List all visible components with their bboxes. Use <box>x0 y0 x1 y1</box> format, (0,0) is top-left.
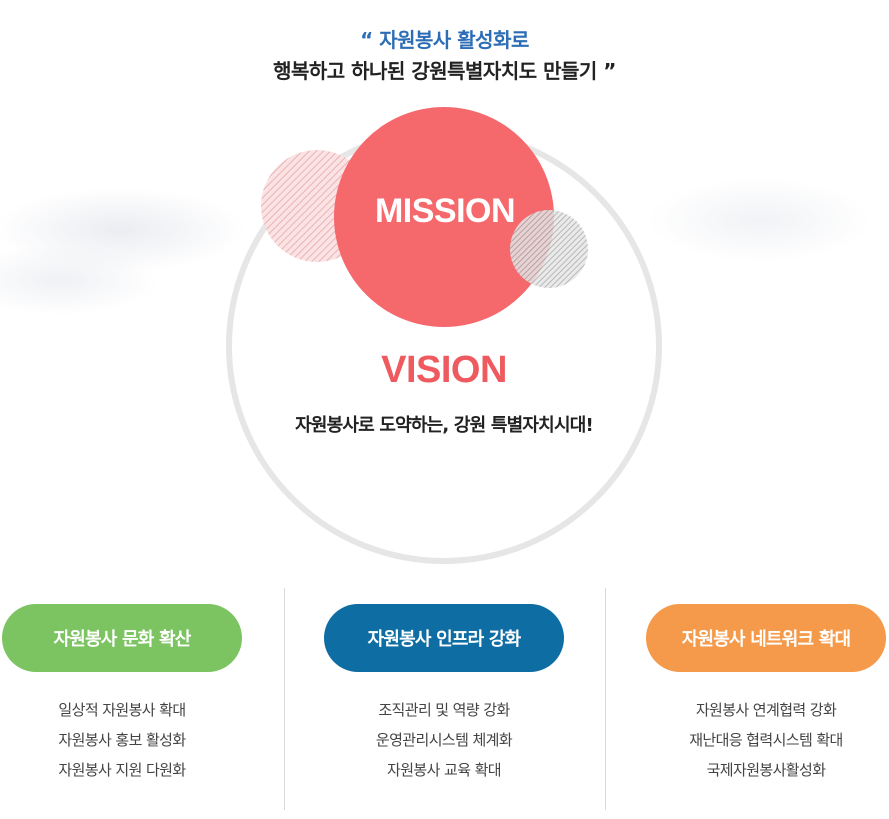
strategy-title-pill: 자원봉사 네트워크 확대 <box>646 604 886 672</box>
column-divider <box>605 588 606 810</box>
slogan-line-1: “ 자원봉사 활성화로 <box>360 28 529 52</box>
strategy-item: 일상적 자원봉사 확대 <box>58 701 186 719</box>
grey-hatched-circle <box>510 210 588 288</box>
mission-circle <box>334 107 554 327</box>
strategy-title-pill: 자원봉사 문화 확산 <box>2 604 242 672</box>
strategy-item: 재난대응 협력시스템 확대 <box>689 731 843 749</box>
strategy-item: 자원봉사 홍보 활성화 <box>58 731 186 749</box>
strategy-item: 조직관리 및 역량 강화 <box>378 701 510 719</box>
strategy-title-pill: 자원봉사 인프라 강화 <box>324 604 564 672</box>
slogan-line-2: 행복하고 하나된 강원특별자치도 만들기 ” <box>273 59 616 83</box>
vision-statement: 자원봉사로 도약하는, 강원 특별자치시대! <box>295 415 594 436</box>
strategy-network: 자원봉사 네트워크 확대 자원봉사 연계협력 강화 재난대응 협력시스템 확대 … <box>646 604 886 785</box>
strategy-items: 조직관리 및 역량 강화 운영관리시스템 체계화 자원봉사 교육 확대 <box>324 695 564 785</box>
mission-label: MISSION <box>374 192 516 230</box>
strategy-items: 자원봉사 연계협력 강화 재난대응 협력시스템 확대 국제자원봉사활성화 <box>646 695 886 785</box>
strategy-item: 자원봉사 교육 확대 <box>387 761 502 779</box>
strategy-item: 국제자원봉사활성화 <box>706 761 826 779</box>
strategy-culture: 자원봉사 문화 확산 일상적 자원봉사 확대 자원봉사 홍보 활성화 자원봉사 … <box>2 604 242 785</box>
strategy-infrastructure: 자원봉사 인프라 강화 조직관리 및 역량 강화 운영관리시스템 체계화 자원봉… <box>324 604 564 785</box>
strategy-item: 운영관리시스템 체계화 <box>375 731 513 749</box>
strategy-item: 자원봉사 지원 다원화 <box>58 761 186 779</box>
strategy-item: 자원봉사 연계협력 강화 <box>695 701 837 719</box>
strategy-items: 일상적 자원봉사 확대 자원봉사 홍보 활성화 자원봉사 지원 다원화 <box>2 695 242 785</box>
vision-label: VISION <box>381 349 507 391</box>
column-divider <box>284 588 285 810</box>
slogan: “ 자원봉사 활성화로 행복하고 하나된 강원특별자치도 만들기 ” <box>0 26 889 86</box>
